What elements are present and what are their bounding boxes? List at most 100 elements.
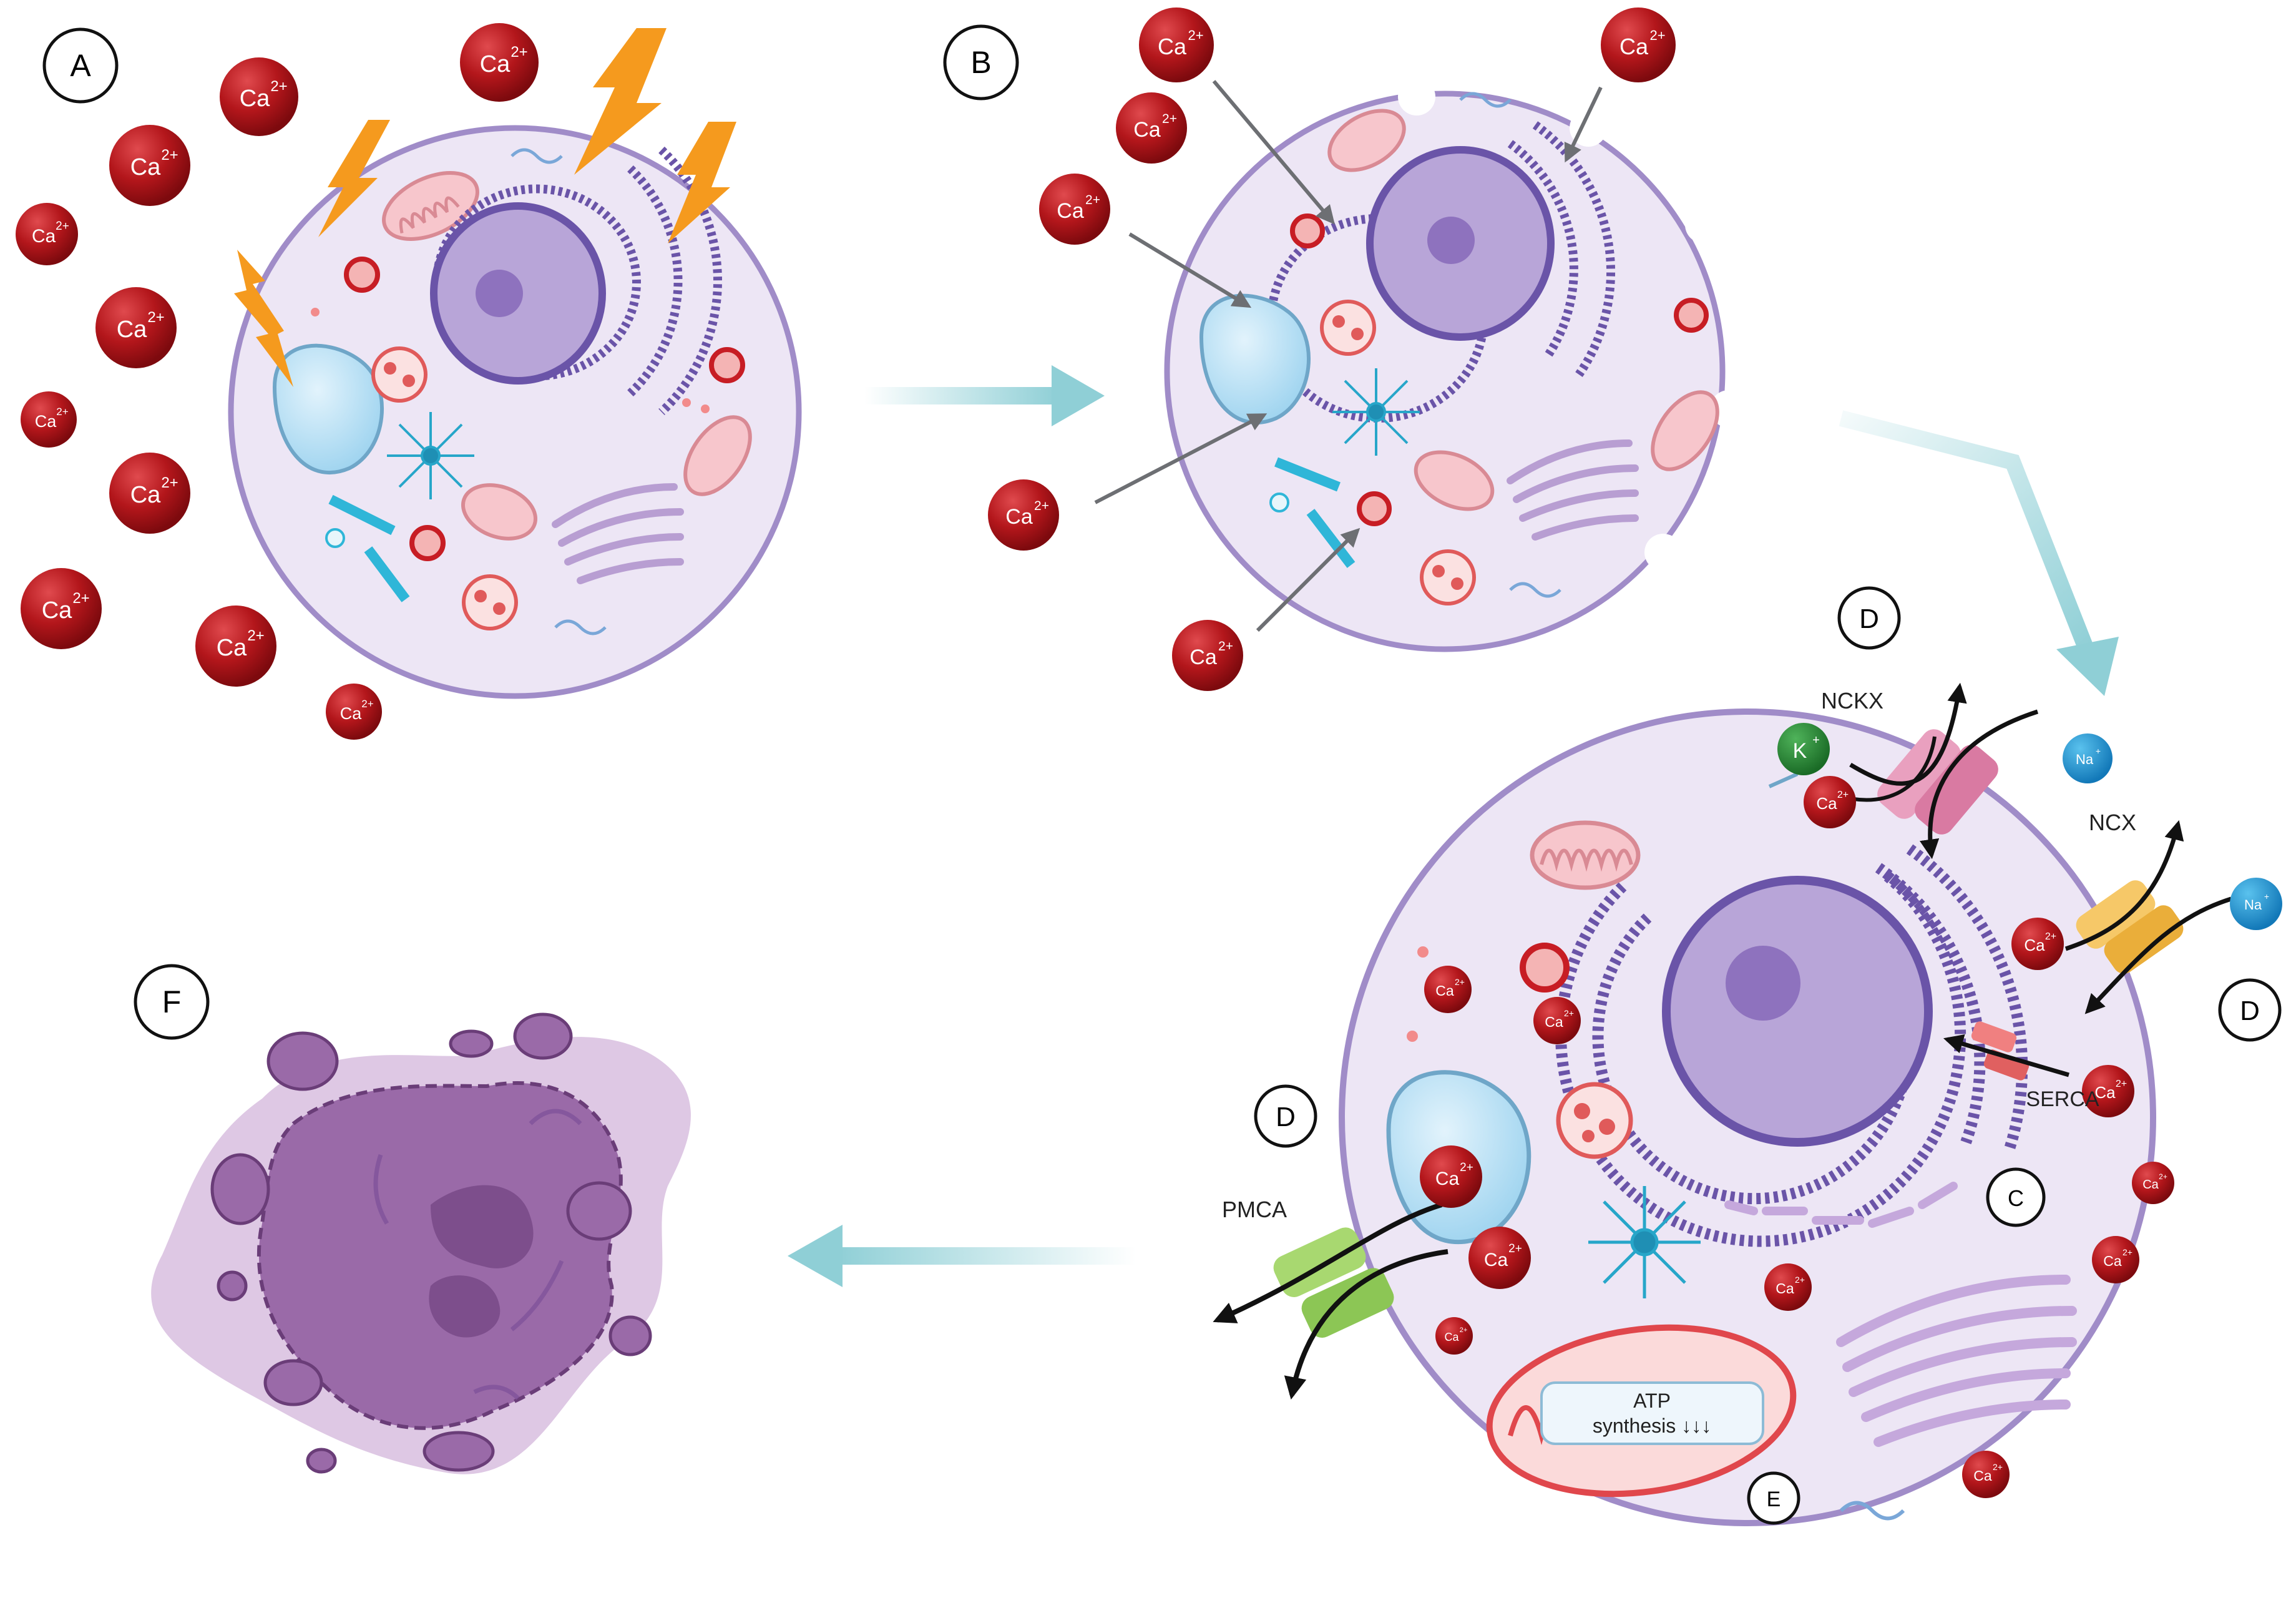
atp-synthesis-box: ATP synthesis ↓↓↓ [1540, 1381, 1764, 1445]
cell-a [228, 125, 802, 699]
panel-c-letter: C [2008, 1185, 2024, 1211]
svg-text:Ca: Ca [32, 226, 56, 247]
svg-text:Ca: Ca [480, 51, 510, 77]
golgi-apparatus-icon [1836, 1275, 2077, 1447]
centrosome-icon [387, 412, 474, 499]
svg-text:Ca: Ca [1776, 1280, 1794, 1297]
svg-text:2+: 2+ [1034, 499, 1049, 513]
panel-d-letter: D [1276, 1102, 1296, 1132]
calcium-ion: Ca2+ [1764, 1263, 1812, 1311]
svg-text:2+: 2+ [247, 627, 264, 644]
calcium-ion: Ca2+ [1533, 997, 1581, 1044]
svg-text:2+: 2+ [1795, 1275, 1805, 1285]
lysosome-icon [371, 346, 427, 403]
svg-text:2+: 2+ [161, 147, 178, 164]
calcium-ion: Ca2+ [1435, 1317, 1473, 1355]
svg-text:Ca: Ca [1057, 199, 1084, 223]
panel-a-label: A [42, 27, 119, 104]
endoplasmic-reticulum-icon [432, 146, 722, 416]
vesicle-icon [1520, 943, 1570, 993]
ncx-label: NCX [2089, 810, 2136, 835]
vesicle-icon [344, 257, 380, 293]
svg-text:2+: 2+ [56, 220, 69, 233]
centrosome-icon [1332, 368, 1420, 456]
svg-text:2+: 2+ [2123, 1247, 2132, 1257]
panel-d-letter: D [2240, 996, 2260, 1026]
sodium-ion: Na + [2230, 878, 2282, 930]
svg-text:2+: 2+ [361, 698, 373, 710]
svg-text:Ca: Ca [42, 597, 72, 624]
svg-text:2+: 2+ [2159, 1172, 2167, 1181]
lysosome-icon [1556, 1082, 1633, 1159]
calcium-ion: Ca2+ [1424, 966, 1472, 1013]
svg-text:2+: 2+ [161, 474, 178, 491]
svg-text:Ca: Ca [1973, 1468, 1992, 1484]
svg-text:K: K [1793, 739, 1807, 763]
vesicle-icon [409, 525, 446, 561]
panel-e-label: E [1747, 1471, 1800, 1525]
flow-arrow-cde-to-f [788, 1225, 1136, 1287]
svg-text:2+: 2+ [56, 406, 68, 418]
lysosome-icon [1420, 549, 1476, 605]
mitochondrion-icon [683, 415, 752, 496]
svg-text:2+: 2+ [1455, 977, 1465, 987]
svg-text:2+: 2+ [1649, 27, 1665, 43]
svg-text:Ca: Ca [130, 154, 161, 180]
small-vesicle-icon [1269, 493, 1289, 512]
svg-text:2+: 2+ [1837, 790, 1849, 800]
svg-text:Ca: Ca [1435, 1169, 1460, 1189]
svg-text:Ca: Ca [2142, 1178, 2159, 1192]
svg-text:2+: 2+ [270, 78, 287, 95]
potassium-ion: K + [1768, 723, 1830, 788]
svg-text:2+: 2+ [510, 44, 527, 61]
nucleus-icon [1366, 146, 1555, 341]
lysosome-icon [1320, 300, 1376, 356]
svg-text:Ca: Ca [1005, 505, 1033, 529]
calcium-ion: Ca2+ [1468, 1227, 1531, 1289]
golgi-apparatus-icon [1507, 439, 1639, 541]
panel-cde: ATP synthesis ↓↓↓ [1213, 586, 2282, 1526]
svg-text:2+: 2+ [1508, 1242, 1522, 1255]
vesicle-icon [709, 347, 745, 383]
serca-label: SERCA [2026, 1087, 2099, 1111]
ncx-exchanger-icon [2064, 820, 2232, 1014]
flow-arrow-a-to-b [864, 365, 1105, 426]
svg-text:Ca: Ca [130, 482, 161, 508]
nckx-exchanger-icon [1849, 682, 2039, 860]
squiggle-icon [510, 148, 563, 164]
squiggle-icon [1509, 582, 1561, 598]
calcium-ion: Ca2+ [1962, 1451, 2010, 1498]
golgi-apparatus-icon [552, 483, 684, 584]
svg-text:Ca: Ca [1190, 645, 1217, 669]
svg-text:Ca: Ca [240, 86, 270, 112]
svg-text:Ca: Ca [340, 704, 362, 723]
panel-f: F [134, 964, 691, 1474]
flow-arrow-b-to-cde [1839, 410, 2119, 696]
cell-cde: ATP synthesis ↓↓↓ [1339, 708, 2156, 1526]
svg-text:2+: 2+ [1162, 112, 1177, 126]
atp-synthesis-label: synthesis ↓↓↓ [1593, 1414, 1711, 1437]
panel-a: A [16, 23, 802, 740]
svg-text:2+: 2+ [72, 590, 89, 607]
svg-text:Ca: Ca [1545, 1014, 1563, 1030]
panel-a-letter: A [70, 48, 91, 83]
calcium-ion: Ca2+ [1420, 1145, 1482, 1208]
svg-text:2+: 2+ [147, 309, 164, 326]
svg-text:2+: 2+ [1085, 193, 1100, 207]
panel-c-label: C [1986, 1167, 2046, 1227]
mitochondrion-icon [461, 483, 538, 541]
svg-text:Ca: Ca [1444, 1331, 1459, 1343]
calcium-ion: Ca2+ [326, 684, 382, 740]
nucleus-icon [430, 202, 606, 385]
small-vesicle-icon [325, 528, 345, 548]
vesicle-icon [1290, 213, 1325, 248]
svg-text:+: + [2264, 891, 2269, 901]
svg-text:Ca: Ca [1435, 983, 1454, 999]
